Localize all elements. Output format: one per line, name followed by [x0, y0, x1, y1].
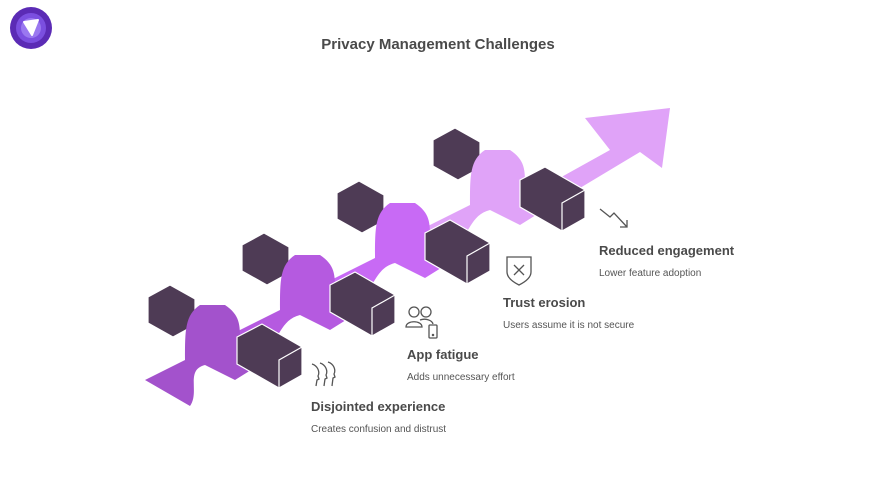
stage-trust: Trust erosion Users assume it is not sec… [503, 295, 634, 331]
ribbon-segment-stage-1 [145, 284, 303, 406]
stage-label: Trust erosion [503, 295, 586, 310]
shield-x-icon [506, 256, 532, 286]
stage-description: Lower feature adoption [599, 268, 702, 279]
stage-label: Disjointed experience [311, 399, 446, 414]
faces-icon [311, 361, 336, 387]
stage-description: Creates confusion and distrust [311, 424, 447, 435]
stage-disjointed: Disjointed experience Creates confusion … [311, 399, 446, 435]
shield-logo-icon [10, 7, 52, 49]
stage-description: Users assume it is not secure [503, 320, 635, 331]
stage-description: Adds unnecessary effort [407, 372, 515, 383]
users-phone-icon [405, 306, 438, 339]
stage-fatigue: App fatigue Adds unnecessary effort [407, 347, 515, 383]
trend-down-icon [599, 208, 628, 228]
ribbon-arrow [520, 108, 670, 200]
stage-label: App fatigue [407, 347, 479, 362]
stage-engagement: Reduced engagement Lower feature adoptio… [599, 243, 734, 279]
stage-label: Reduced engagement [599, 243, 735, 258]
page-title: Privacy Management Challenges [321, 36, 555, 53]
